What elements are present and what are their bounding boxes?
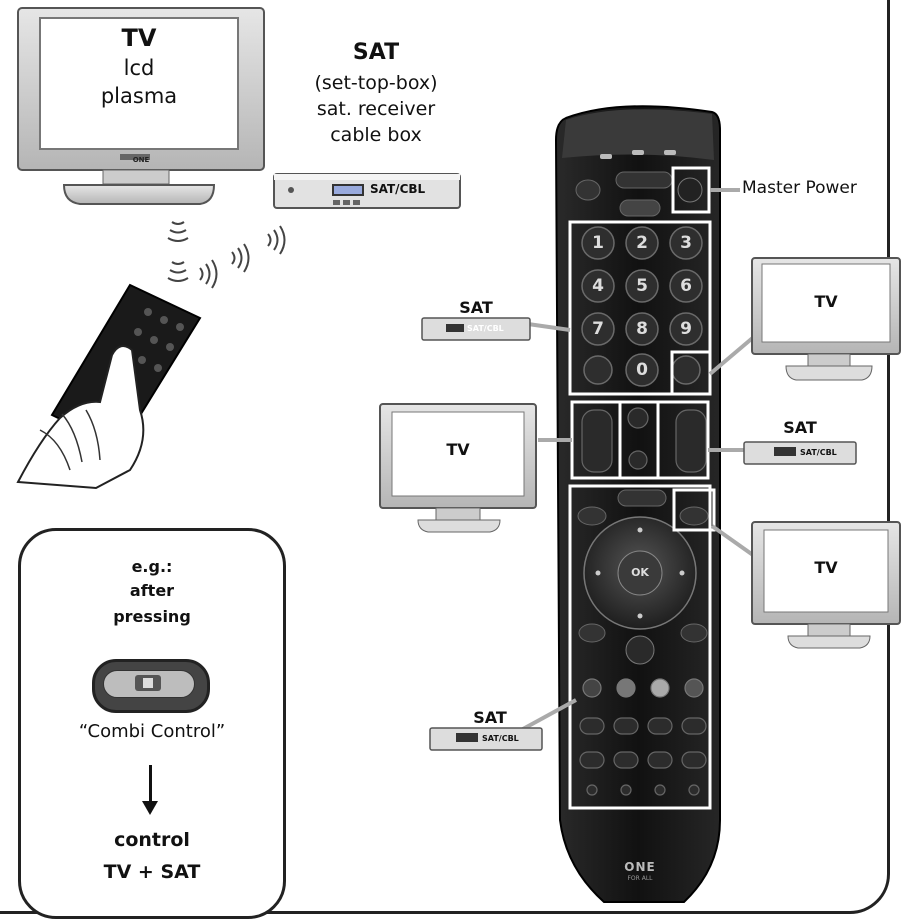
info-line2: after <box>129 581 175 600</box>
main-sat-title: SAT <box>352 40 400 65</box>
info-line5: TV + SAT <box>103 861 201 883</box>
remote-number-keys <box>581 226 703 387</box>
down-arrow-icon <box>149 765 152 805</box>
combi-control-info-box: e.g.: after pressing “Combi Control” con… <box>18 528 286 919</box>
callout-tv-left-mid <box>379 403 537 533</box>
down-arrow-head <box>142 801 158 815</box>
remote-logo: ONE <box>624 860 656 874</box>
callout-sat-left-bottom-device: SAT/CBL <box>482 734 519 743</box>
remote-key-6: 6 <box>680 276 692 296</box>
info-line4: control <box>114 829 190 851</box>
main-tv-line1: lcd <box>123 56 155 80</box>
main-sat-device-label: SAT/CBL <box>370 182 426 196</box>
callout-sat-left-top-label: SAT <box>459 298 493 317</box>
callout-tv-right-bottom-label: TV <box>814 558 838 577</box>
callout-sat-right-mid <box>743 441 857 465</box>
callout-tv-left-mid-label: TV <box>446 440 470 459</box>
remote-key-4: 4 <box>592 276 604 296</box>
remote-key-8: 8 <box>636 319 648 339</box>
main-sat-line3: cable box <box>330 124 422 146</box>
main-tv-title: TV <box>121 24 157 52</box>
ir-signal-waves <box>167 221 286 289</box>
master-power-label: Master Power <box>742 178 857 198</box>
main-sat-box-illustration <box>273 173 461 209</box>
main-sat-line1: (set-top-box) <box>314 72 438 94</box>
remote-key-0: 0 <box>636 360 648 380</box>
remote-logo-sub: FOR ALL <box>627 875 653 882</box>
main-tv-brand: ONE <box>132 156 150 164</box>
combi-control-caption: “Combi Control” <box>78 721 226 742</box>
remote-key-7: 7 <box>592 319 604 339</box>
main-sat-line2: sat. receiver <box>316 98 436 120</box>
remote-key-9: 9 <box>680 319 692 339</box>
callout-sat-left-top <box>421 317 531 341</box>
remote-color-keys <box>582 678 704 698</box>
callout-tv-right-top-label: TV <box>814 292 838 311</box>
main-tv-line2: plasma <box>100 84 178 108</box>
remote-key-1: 1 <box>592 233 604 253</box>
hand-holding-remote <box>16 283 202 490</box>
info-line1: e.g.: <box>131 557 173 576</box>
outer-frame <box>0 0 890 914</box>
main-tv-illustration <box>17 7 265 205</box>
callout-tv-right-bottom <box>751 521 901 649</box>
remote-transport-keys <box>579 717 707 796</box>
callout-sat-left-bottom <box>429 727 543 751</box>
callout-sat-right-mid-label: SAT <box>783 418 817 437</box>
remote-ok-key: OK <box>631 566 649 579</box>
combi-control-button-icon <box>92 659 210 713</box>
remote-volume-channel-keys <box>581 407 707 473</box>
callout-tv-right-top <box>751 257 901 381</box>
callout-sat-left-bottom-label: SAT <box>473 708 507 727</box>
info-line3: pressing <box>113 607 191 626</box>
remote-key-3: 3 <box>680 233 692 253</box>
callout-sat-left-top-device: SAT/CBL <box>467 324 504 333</box>
remote-key-5: 5 <box>636 276 648 296</box>
callout-sat-right-mid-device: SAT/CBL <box>800 448 837 457</box>
remote-navigation-keys <box>577 489 709 665</box>
remote-key-2: 2 <box>636 233 648 253</box>
